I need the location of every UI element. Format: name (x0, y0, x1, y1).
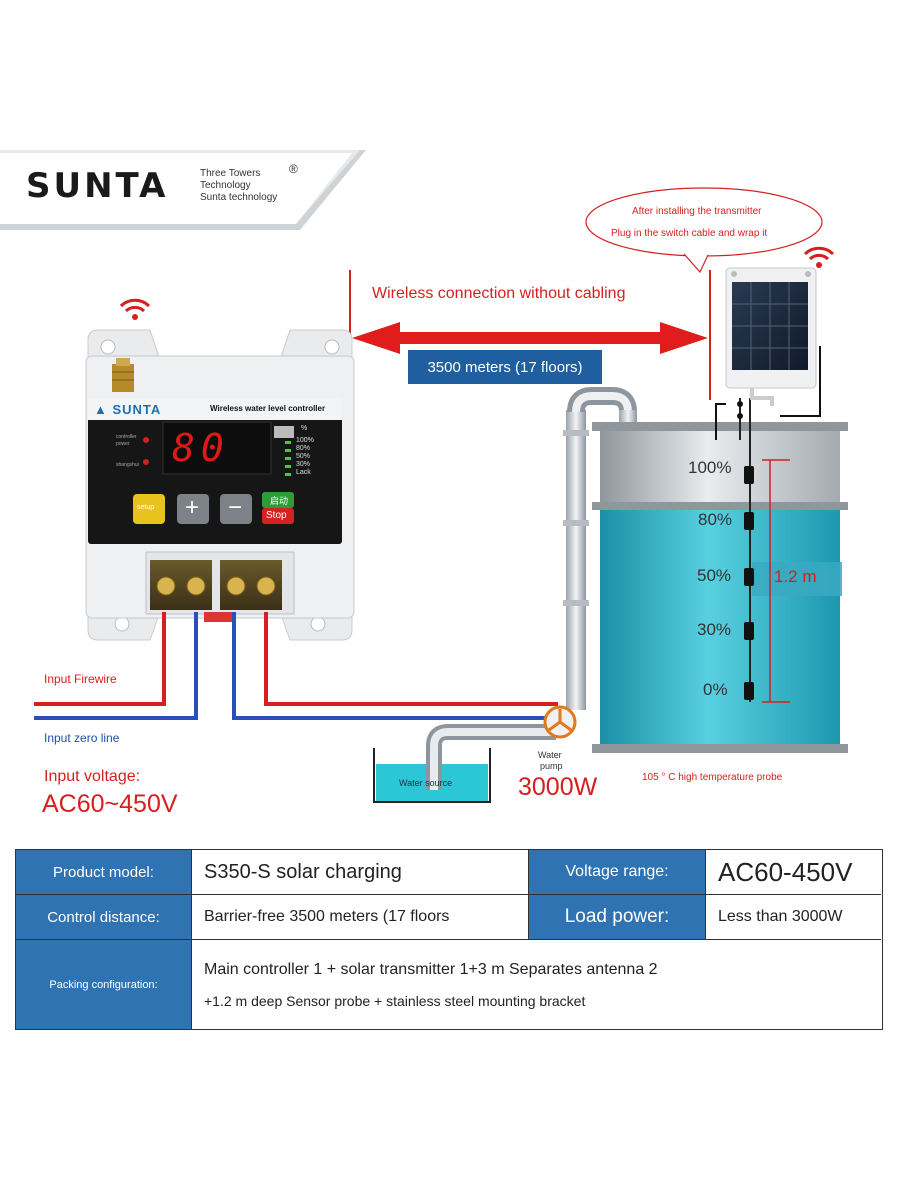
load-power-label: Load power: (529, 894, 706, 939)
product-model-label: Product model: (16, 850, 192, 894)
packing-value: Main controller 1 + solar transmitter 1+… (192, 939, 881, 1029)
packing-line2: +1.2 m deep Sensor probe + stainless ste… (204, 992, 586, 1009)
stop-button: Stop (266, 510, 287, 521)
water-tank (592, 422, 848, 753)
wifi-icon (119, 298, 151, 320)
pump-label-line1: Water (538, 750, 562, 760)
bubble-line1: After installing the transmitter (632, 206, 762, 217)
spec-table: Product model: S350-S solar charging Vol… (15, 849, 883, 1030)
distance-arrow (352, 322, 708, 354)
tank-level-30: 30% (697, 620, 732, 639)
packing-label: Packing configuration: (16, 939, 192, 1029)
logo-tagline-line2: Technology (200, 180, 251, 191)
controller-small-label1: controller (116, 434, 137, 440)
controller-small-label2: power (116, 441, 130, 447)
brand-logo: SUNTA (26, 166, 169, 206)
logo-tagline-line3: Sunta technology (200, 192, 278, 203)
pump-power: 3000W (518, 773, 598, 801)
controller-display: 80 (172, 426, 230, 470)
voltage-range-value: AC60-450V (706, 850, 881, 894)
controller-level-100: 100% (296, 437, 314, 444)
controller-level-lack: Lack (296, 469, 311, 476)
product-model-value: S350-S solar charging (192, 850, 529, 894)
pipe (426, 387, 637, 790)
controller-unit (85, 329, 355, 641)
control-distance-label: Control distance: (16, 894, 192, 939)
wifi-icon (803, 246, 835, 268)
water-source-label: Water source (399, 778, 453, 788)
input-wires (34, 612, 558, 720)
control-distance-value: Barrier-free 3500 meters (17 floors (192, 894, 529, 939)
zero-line-label: Input zero line (44, 731, 120, 745)
controller-brand: ▲ SUNTA (94, 402, 162, 417)
controller-top-mark: % (301, 425, 308, 432)
tank-level-80: 80% (698, 510, 733, 529)
controller-title: Wireless water level controller (210, 404, 326, 413)
probe-note: 105 ° C high temperature probe (642, 772, 783, 783)
logo-tagline-line1: Three Towers (200, 168, 261, 179)
tank-depth: 1.2 m (774, 567, 817, 586)
setup-button: setup (137, 504, 155, 511)
wireless-label: Wireless connection without cabling (372, 285, 626, 302)
controller-level-50: 50% (296, 453, 311, 460)
load-power-value: Less than 3000W (706, 894, 881, 939)
pump-label-line2: pump (540, 761, 563, 771)
tank-level-50: 50% (697, 566, 732, 585)
firewire-label: Input Firewire (44, 672, 117, 686)
bubble-line2: Plug in the switch cable and wrap it (611, 228, 768, 239)
tank-level-100: 100% (688, 458, 732, 477)
water-pump (543, 705, 577, 739)
packing-line1: Main controller 1 + solar transmitter 1+… (204, 960, 658, 978)
transmitter-bubble (585, 187, 823, 257)
voltage-range-label: Voltage range: (529, 850, 706, 894)
solar-transmitter (715, 267, 821, 440)
minus-button: − (228, 494, 243, 521)
voltage-value: AC60~450V (42, 790, 178, 818)
plus-button: + (185, 494, 200, 521)
controller-small-label3: shangshui (116, 462, 139, 468)
sensor-probe (737, 398, 754, 702)
voltage-label: Input voltage: (44, 768, 141, 785)
controller-level-80: 80% (296, 445, 311, 452)
controller-level-30: 30% (296, 461, 311, 468)
start-button: 启动 (270, 496, 289, 506)
tank-level-0: 0% (703, 680, 728, 699)
distance-badge: 3500 meters (17 floors) (408, 350, 602, 384)
registered-mark: ® (289, 162, 298, 176)
header-banner (0, 150, 366, 230)
